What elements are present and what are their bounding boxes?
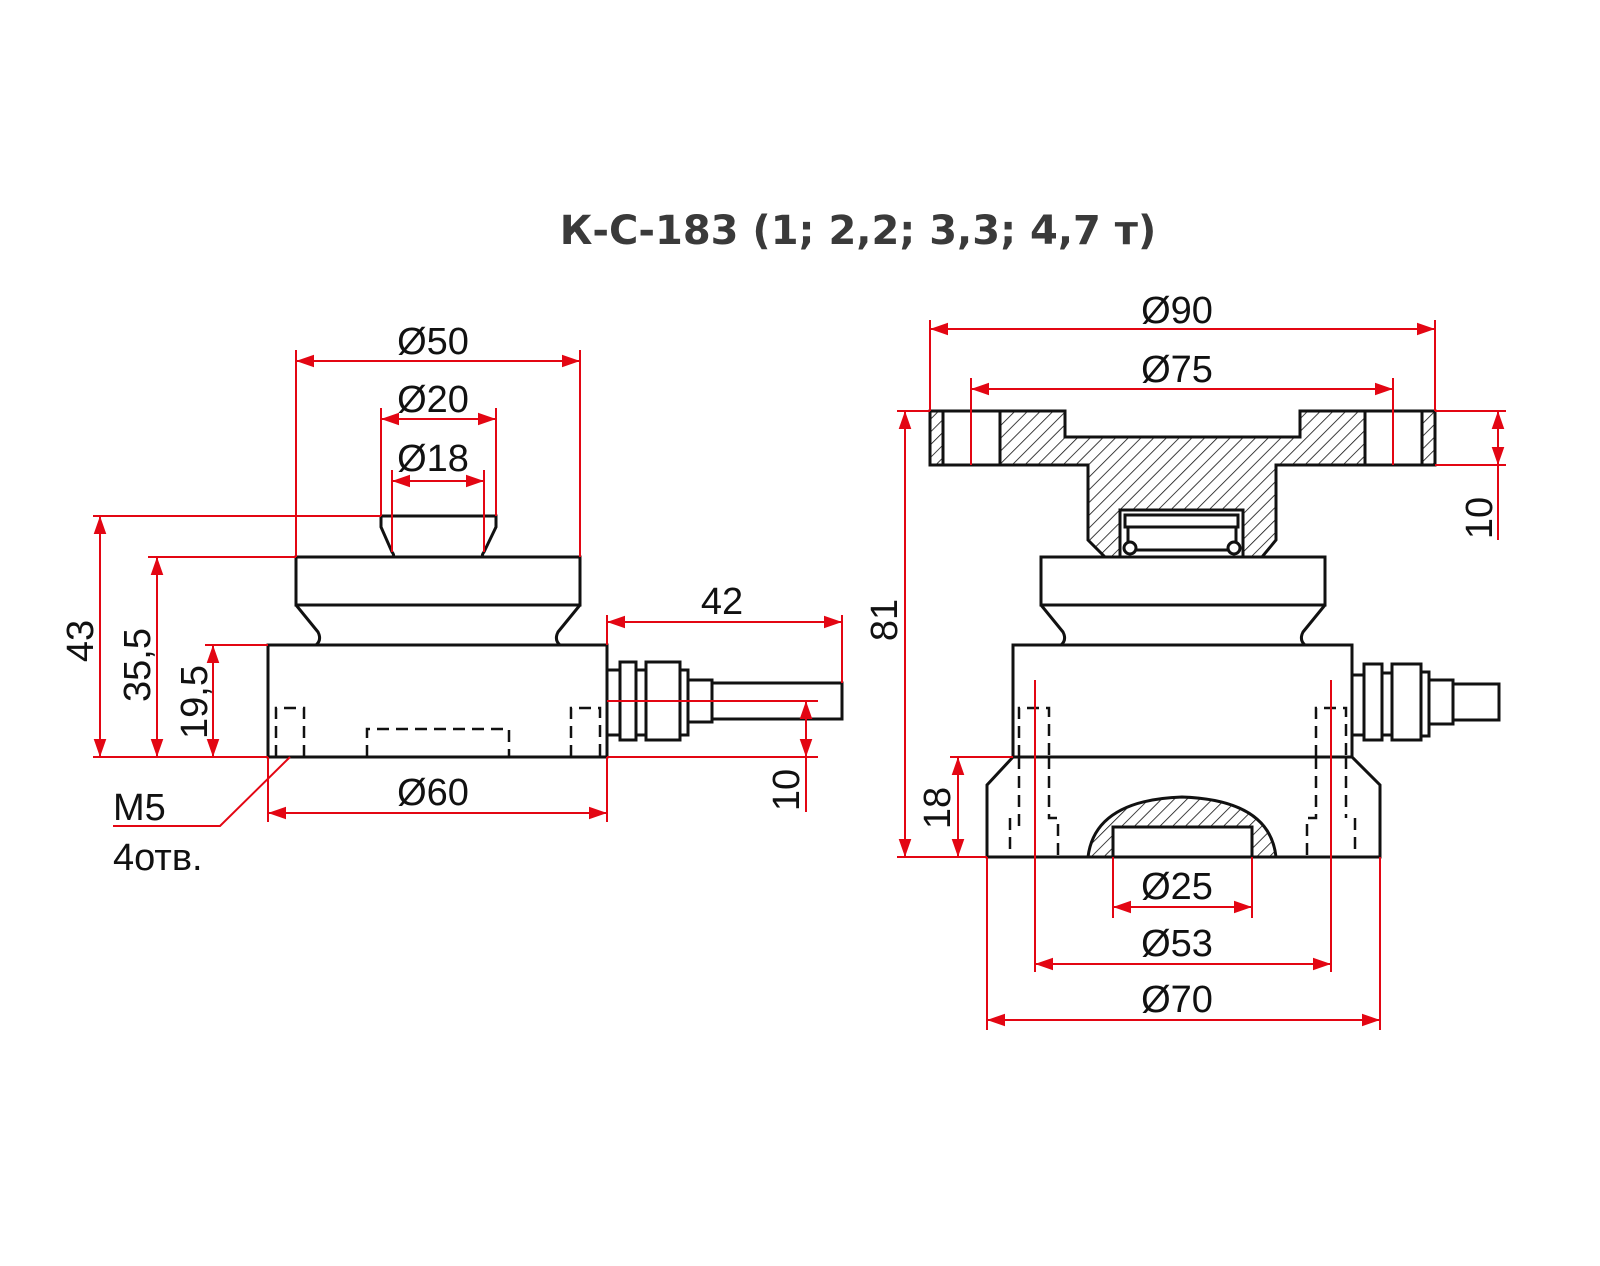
top-button [379,514,498,559]
dim-43: 43 [60,620,102,662]
cable [1451,682,1501,722]
top-plate [1039,555,1327,607]
section-view: Ø90 Ø75 81 10 18 Ø25 Ø53 Ø70 [864,290,1506,1030]
neck [294,604,582,647]
hidden-holes [1008,706,1357,857]
ball-left [1122,540,1138,556]
thread-label: M5 [113,787,166,829]
dim-18: 18 [917,787,959,829]
flange-section [928,409,1437,559]
dimensions [897,320,1506,1030]
dim-81: 81 [864,599,906,641]
dim-d50: Ø50 [397,321,469,363]
dim-d18: Ø18 [397,438,469,480]
dim-19-5: 19,5 [174,665,216,739]
dim-10-flange: 10 [1459,497,1501,539]
base-cavity [1086,795,1278,859]
dim-d53: Ø53 [1141,923,1213,965]
dim-35-5: 35,5 [117,628,159,702]
dim-d90: Ø90 [1141,290,1213,332]
holes-label: 4отв. [113,837,203,879]
top-plate [294,555,582,607]
body [266,643,609,759]
dim-d20: Ø20 [397,379,469,421]
dim-d75: Ø75 [1141,349,1213,391]
ball-seat [1123,513,1240,529]
hidden-holes [274,706,602,757]
side-view: Ø50 Ø20 Ø18 Ø60 42 43 35,5 19,5 10 M5 4о… [60,321,844,879]
neck [1039,604,1327,647]
dim-42: 42 [701,581,743,623]
connector [1350,662,1501,742]
dim-d60: Ø60 [397,772,469,814]
dimensions [93,350,843,827]
dim-10-cable: 10 [766,769,808,811]
dim-d25: Ø25 [1141,866,1213,908]
dim-d70: Ø70 [1141,979,1213,1021]
body [1011,643,1354,759]
ball-right [1226,540,1242,556]
drawing-title: К-С-183 (1; 2,2; 3,3; 4,7 т) [560,208,1157,254]
